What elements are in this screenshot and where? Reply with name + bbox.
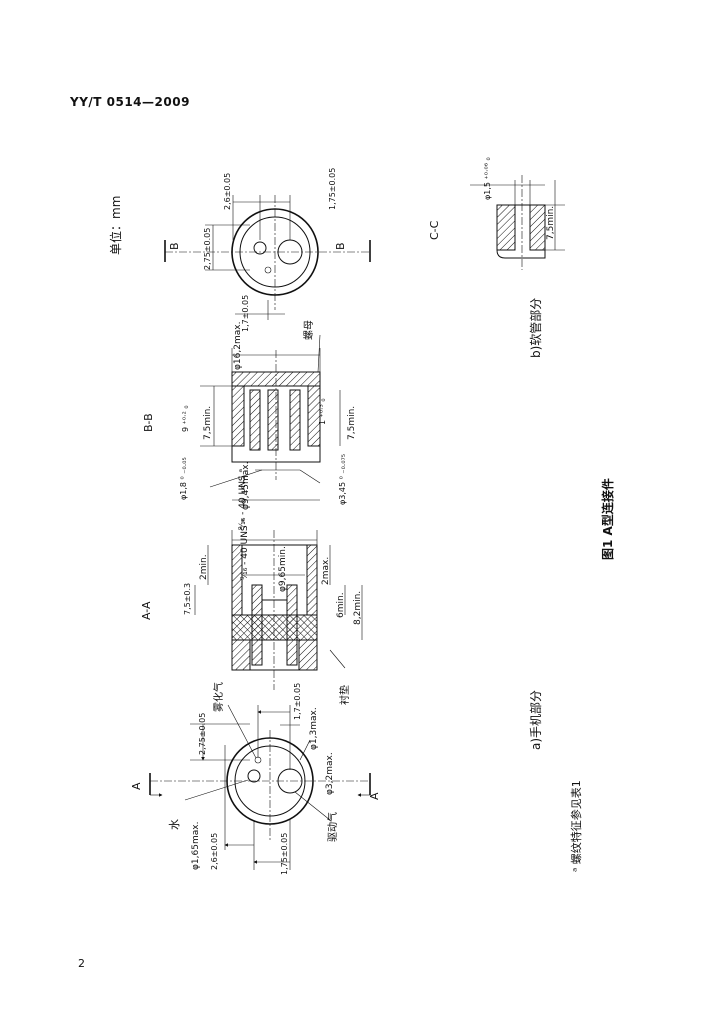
dim-d32: φ3,2max. (325, 752, 335, 795)
bb-d945: φ9,45max. (241, 462, 251, 510)
section-cc-title: C-C (428, 220, 441, 240)
bv-d175: 1,75±0.05 (328, 168, 337, 210)
bb-d18: φ1,8 ⁰ ₋₀.₀₅ (179, 457, 188, 500)
handpiece-end-view-labels: A A 水 雾化气 驱动气 φ1,65max. 2,6±0.05 1,75±0.… (130, 682, 381, 875)
section-aa-title: A-A (140, 601, 153, 620)
cut-label-a-right: A (368, 792, 381, 800)
aa-max2: 2max. (321, 557, 331, 585)
cc-min75: 7,5min. (546, 206, 556, 240)
nut-label: 螺母 (303, 320, 315, 340)
aa-d965: φ9,65min. (278, 546, 288, 592)
bb-d345: φ3,45 ⁰ ₋₀.₀₇₅ (338, 454, 347, 505)
section-cc-labels: C-C φ1,5 ⁺⁰·⁰⁶ ₀ 7,5min. (428, 157, 556, 240)
cut-label-a-left: A (130, 782, 143, 790)
aa-d75: 7,5±0.3 (183, 583, 192, 615)
cc-d15: φ1,5 ⁺⁰·⁰⁶ ₀ (483, 157, 492, 200)
bb-thread: ⁹⁄₁₆ - 40 UNS ᵃ (238, 469, 248, 530)
footnote: ᵃ 螺纹特征参见表1 (569, 780, 583, 872)
atomizing-air-label: 雾化气 (212, 682, 225, 712)
cut-label-b-right: B (334, 242, 347, 250)
dim-d26: 2,6±0.05 (210, 833, 219, 870)
dim-d165: φ1,65max. (191, 822, 201, 870)
drive-air-label: 驱动气 (326, 812, 339, 842)
bb-d162: φ16,2max. (233, 322, 243, 370)
bb-d9: 9 ⁺⁰·² ₀ (181, 405, 190, 432)
section-cc-drawing (470, 175, 565, 270)
section-bb-title: B-B (142, 413, 155, 432)
aa-thread: ⁹⁄₁₆ - 40 UNS ᵃ (240, 519, 250, 580)
section-bb-drawing (200, 334, 341, 501)
bv-d17: 1,7±0.05 (241, 295, 250, 332)
figure-caption: 图1 A型连接件 (600, 478, 615, 560)
bv-d275: 2,75±0.05 (203, 228, 212, 270)
page-number: 2 (78, 957, 85, 970)
dim-d175: 1,75±0.05 (280, 833, 289, 875)
part-b-caption: b)软管部分 (528, 298, 543, 358)
gasket-label: 衬垫 (338, 685, 351, 705)
bb-min75a: 7,5min. (203, 406, 213, 440)
dim-d275: 2,75±0.05 (198, 713, 207, 755)
aa-min82: 8,2min. (353, 591, 363, 625)
aa-min2: 2min. (199, 554, 209, 580)
unit-label: 单位：mm (108, 196, 123, 255)
aa-min6: 6min. (336, 592, 346, 618)
bv-d26: 2,6±0.05 (223, 173, 232, 210)
section-aa-drawing (194, 530, 363, 690)
hose-end-view-labels: B B 2,6±0.05 1,75±0.05 2,75±0.05 1,7±0.0… (168, 168, 347, 332)
dim-d13: φ1,3max. (309, 707, 319, 750)
captions: 单位：mm a)手机部分 b)软管部分 图1 A型连接件 ᵃ 螺纹特征参见表1 (108, 196, 615, 872)
dim-d17: 1,7±0.05 (293, 683, 302, 720)
standard-number: YY/T 0514—2009 (70, 95, 190, 109)
section-aa-labels: A-A ⁹⁄₁₆ - 40 UNS ᵃ φ9,65min. 2min. 2max… (140, 519, 363, 705)
water-label: 水 (168, 819, 181, 830)
part-a-caption: a)手机部分 (528, 690, 543, 750)
handpiece-end-view (149, 704, 371, 870)
section-bb-labels: B-B φ16,2max. 9 ⁺⁰·² ₀ 7,5min. 1 ⁺⁰·³ ₀ … (142, 320, 357, 530)
cut-label-b-left: B (168, 242, 181, 250)
bb-d1: 1 ⁺⁰·³ ₀ (318, 398, 327, 425)
hose-end-view (164, 195, 371, 320)
bb-min75b: 7,5min. (347, 406, 357, 440)
